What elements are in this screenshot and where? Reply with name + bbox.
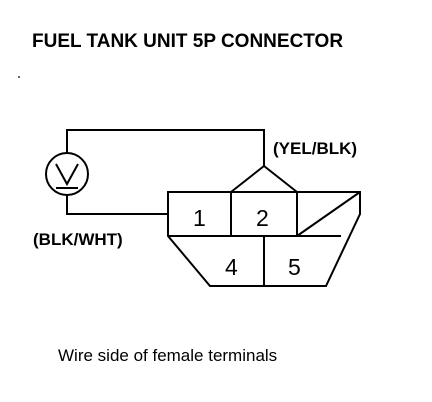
diagram-caption: Wire side of female terminals (58, 346, 277, 365)
blank-cavity-diagonal (296, 191, 361, 237)
terminal-4: 4 (225, 254, 238, 280)
wire-top (66, 129, 265, 166)
stray-dot (18, 76, 20, 78)
connector-latch (230, 164, 298, 193)
wire-left (66, 195, 168, 215)
voltmeter-icon (45, 152, 89, 196)
terminal-5: 5 (288, 254, 301, 280)
connector-body (167, 164, 361, 287)
wire-label-yel-blk: (YEL/BLK) (273, 139, 357, 158)
diagram-title: FUEL TANK UNIT 5P CONNECTOR (32, 31, 343, 52)
test-circuit-wires (66, 129, 265, 215)
terminal-2: 2 (256, 205, 269, 231)
terminal-1: 1 (193, 205, 206, 231)
wire-label-blk-wht: (BLK/WHT) (33, 230, 123, 249)
